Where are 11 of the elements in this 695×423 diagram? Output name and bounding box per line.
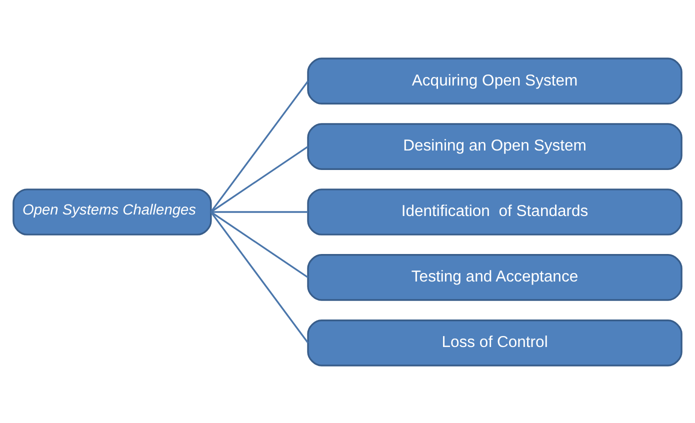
connector — [210, 80, 309, 212]
node-box: Acquiring Open System — [307, 57, 682, 104]
node-box: Testing and Acceptance — [307, 254, 682, 300]
connector — [210, 145, 308, 212]
connector — [210, 210, 308, 212]
node-box: Identification of Standards — [307, 188, 682, 235]
node-box: Loss of Control — [307, 319, 682, 366]
connector — [210, 211, 309, 343]
node-box: Desining an Open System — [307, 122, 682, 170]
connector — [210, 210, 308, 278]
node-box: Open Systems Challenges — [12, 188, 212, 235]
